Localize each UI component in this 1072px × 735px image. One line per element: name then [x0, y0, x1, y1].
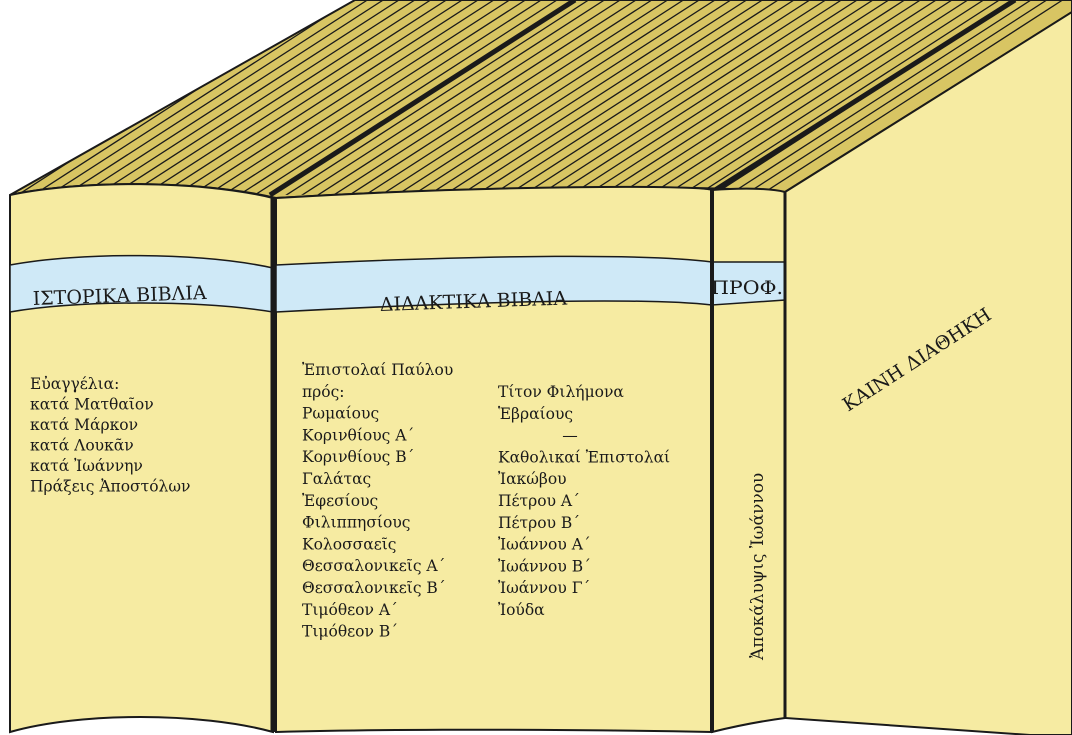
book-historical: ΙΣΤΟΡΙΚΑ ΒΙΒΛΙΑ Εὐαγγέλια:κατά Ματθαῖονκ…	[10, 184, 273, 732]
didactic-list-item: Πέτρου Β΄	[498, 514, 580, 532]
didactic-list-item: Ἐφεσίους	[302, 492, 378, 510]
historical-list-item: κατά Λουκᾶν	[30, 437, 134, 455]
didactic-list-item: Ἰούδα	[498, 601, 545, 619]
historical-list-item: κατά Ματθαῖον	[30, 396, 154, 414]
historical-list-item: Πράξεις Ἀποστόλων	[30, 478, 190, 496]
didactic-list-item: Ρωμαίους	[302, 405, 379, 423]
prophetic-spine-text: Ἀποκάλυψις Ἰωάννου	[748, 473, 768, 661]
didactic-list-item: Κορινθίους Β΄	[302, 448, 414, 466]
didactic-list-item: Κολοσσαεῖς	[302, 535, 396, 553]
historical-list-item: κατά Ἰωάννην	[30, 457, 143, 475]
didactic-list-item: πρός:	[302, 383, 345, 401]
didactic-list-item: —	[562, 427, 578, 445]
historical-list-item: κατά Μάρκον	[30, 416, 138, 434]
book-prophetic: ΠΡΟΦ. Ἀποκάλυψις Ἰωάννου	[711, 189, 785, 732]
didactic-list-item: Τίτον Φιλήμονα	[498, 383, 624, 401]
prophetic-band-label: ΠΡΟΦ.	[711, 277, 783, 299]
didactic-list-item: Πέτρου Α΄	[498, 492, 580, 510]
didactic-list-item: Θεσσαλονικεῖς Α΄	[302, 557, 445, 575]
didactic-list-item: Τιμόθεον Α΄	[302, 601, 398, 619]
didactic-list-item: Ἰωάννου Α΄	[498, 536, 591, 554]
didactic-list-item: Ἑβραίους	[498, 405, 573, 423]
historical-list-item: Εὐαγγέλια:	[30, 375, 119, 393]
didactic-list-item: Ἰωάννου Γ΄	[498, 579, 590, 597]
didactic-list-item: Κορινθίους Α΄	[302, 426, 414, 444]
didactic-list-item: Ἰακώβου	[498, 470, 567, 488]
didactic-list-item: Ἐπιστολαί Παύλου	[302, 361, 453, 379]
didactic-list-item: Γαλάτας	[302, 470, 371, 488]
didactic-list-item: Τιμόθεον Β΄	[302, 623, 398, 641]
didactic-list-item: Ἰωάννου Β΄	[498, 557, 591, 575]
didactic-list-item: Θεσσαλονικεῖς Β΄	[302, 579, 446, 597]
didactic-list-item: Καθολικαί Ἐπιστολαί	[498, 448, 670, 466]
didactic-list-item: Φιλιππησίους	[302, 514, 410, 532]
book-didactic: ΔΙΔΑΚΤΙΚΑ ΒΙΒΛΙΑ Ἐπιστολαί Παύλουπρός:Ρω…	[276, 187, 712, 732]
